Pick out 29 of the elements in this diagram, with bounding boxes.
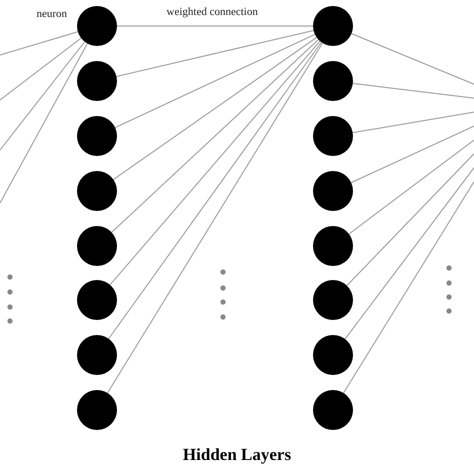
connection-line [0, 31, 78, 56]
neuron-circle [77, 390, 117, 430]
connection-line [112, 36, 318, 180]
connection-line [0, 41, 86, 150]
neuron-circle [313, 390, 353, 430]
neuron-circle [77, 280, 117, 320]
connection-line [114, 34, 316, 128]
edge-label: weighted connection [164, 6, 260, 18]
neuron-circle [77, 171, 117, 211]
connection-line [0, 43, 88, 204]
connection-line [0, 38, 82, 100]
neuron-circle [313, 116, 353, 156]
neuron-circle [313, 171, 353, 211]
connection-line [108, 42, 322, 340]
neuron-circle [77, 61, 117, 101]
neuron-circle [77, 226, 117, 266]
neuron-circle [77, 116, 117, 156]
neuron-circle [313, 335, 353, 375]
connection-line [116, 30, 314, 77]
neuron-circle [77, 335, 117, 375]
connection-line [110, 40, 320, 286]
neuron-circle [313, 280, 353, 320]
connection-line [111, 39, 319, 233]
diagram-title: Hidden Layers [182, 445, 292, 465]
neuron-circle [313, 61, 353, 101]
node-caption: neuron [36, 8, 67, 20]
neuron-circle [313, 226, 353, 266]
connection-line [106, 42, 324, 394]
neuron-circle [313, 6, 353, 46]
